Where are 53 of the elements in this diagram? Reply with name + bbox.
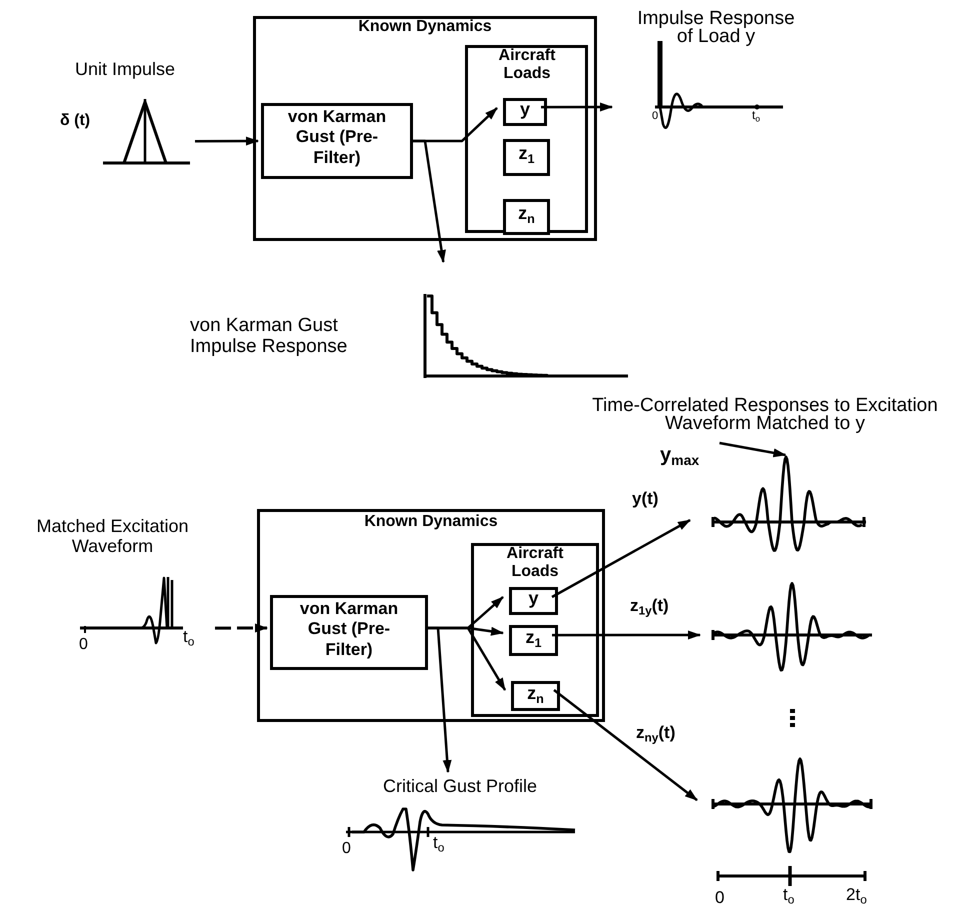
- load-label: y: [527, 589, 540, 609]
- load-label: y: [518, 100, 531, 120]
- loads-block: [465, 45, 588, 233]
- arrow: [425, 626, 452, 773]
- load-box: [503, 199, 550, 235]
- axis-tick-label: 2t$_{o}$: [846, 886, 867, 905]
- arrow: [552, 630, 701, 640]
- loads-block: [471, 543, 599, 717]
- load-label: z$_{1}$: [524, 628, 542, 648]
- load-box: [509, 587, 558, 615]
- load-label: z$_{1}$: [517, 144, 536, 164]
- load-box: [509, 625, 558, 656]
- axis-tick-label: t$_{o}$: [183, 628, 194, 647]
- load-box: [511, 681, 560, 711]
- peak-label: y$_{max}$: [660, 444, 700, 466]
- edge-label: z$_{ny}$(t): [634, 724, 678, 743]
- block-title: Aircraft Loads: [506, 545, 564, 580]
- axis-tick-label: 0: [79, 636, 88, 654]
- filter-block: [270, 595, 428, 670]
- axis-tick-label: 0: [715, 889, 724, 908]
- arrow: [553, 689, 698, 802]
- block-title: Known Dynamics: [357, 18, 493, 36]
- system-block: [253, 16, 597, 241]
- arrow: [195, 136, 259, 146]
- filter-block: [261, 103, 413, 179]
- plot-title: Unit Impulse: [74, 60, 176, 80]
- load-label: z$_{n}$: [526, 684, 545, 704]
- edge-label: z$_{1y}$(t): [628, 597, 671, 616]
- block-title: Known Dynamics: [363, 513, 499, 531]
- block-label: von Karman Gust (Pre-Filter): [286, 107, 388, 168]
- arrow: [215, 624, 268, 633]
- arrow: [541, 102, 613, 112]
- axis-tick-label: t$_{o}$: [433, 834, 444, 853]
- arrow: [410, 140, 446, 263]
- axis-tick-label: t$_{o}$: [752, 109, 760, 122]
- edge-label: y(t): [630, 490, 660, 509]
- axis-tick-label: 0: [652, 110, 658, 122]
- system-block: [257, 509, 605, 722]
- plot-title: Impulse Response of Load y: [636, 10, 796, 46]
- arrow: [551, 519, 691, 598]
- load-label: z$_{n}$: [517, 204, 536, 224]
- load-box: [503, 98, 547, 126]
- column-heading: Time-Correlated Responses to Excitation Waveform Matched to y: [591, 397, 939, 434]
- axis-tick-label: 0: [342, 840, 351, 858]
- plot-title: von Karman Gust Impulse Response: [190, 316, 348, 358]
- block-label: von Karman Gust (Pre-Filter): [298, 599, 400, 660]
- signal-label: δ (t): [60, 112, 92, 130]
- plot-title: Critical Gust Profile: [382, 777, 538, 797]
- load-box: [503, 139, 550, 176]
- plot-title: Matched Excitation Waveform: [35, 517, 190, 557]
- axis-tick-label: t$_{o}$: [783, 886, 794, 905]
- block-title: Aircraft Loads: [498, 47, 556, 82]
- leader-line: [719, 442, 786, 458]
